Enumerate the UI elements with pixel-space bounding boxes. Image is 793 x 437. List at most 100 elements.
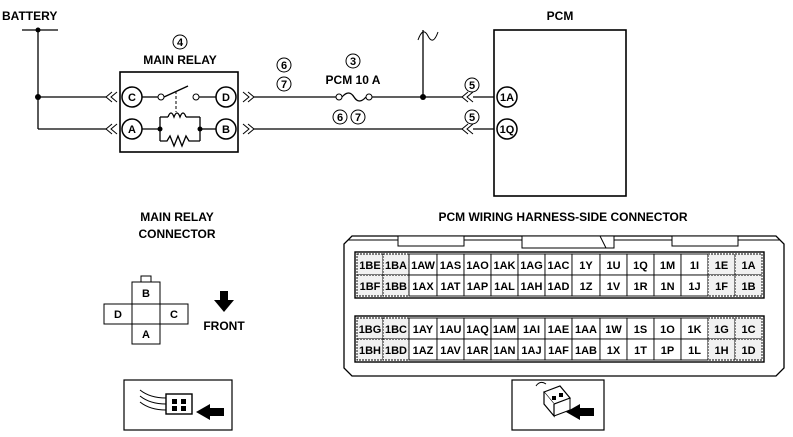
- pcm-pin-label: 1AD: [547, 281, 569, 293]
- battery-feed-wire: [22, 27, 106, 130]
- relay-connector-illustration: [123, 379, 233, 431]
- pcm-pin-label: 1AH: [520, 281, 542, 293]
- relay-coil-circuit: [142, 112, 216, 148]
- front-arrow-icon: [214, 291, 234, 312]
- pcm-pin-label: 1BD: [385, 345, 407, 357]
- pcm-pin-label: 1K: [687, 324, 701, 336]
- pcm-pin-label: 1AJ: [521, 345, 541, 357]
- relay-connector-title-2: CONNECTOR: [138, 227, 215, 241]
- pcm-pin-1a: 5 1A: [464, 77, 518, 108]
- relay-terminal-d: D: [215, 86, 237, 108]
- pcm-pin-cell: [734, 274, 763, 297]
- main-relay-box: [119, 71, 239, 153]
- pcm-pin-label: 1AM: [493, 324, 516, 336]
- pcm-pin-label: 1Y: [579, 260, 593, 272]
- pcm-pin-label: 1O: [660, 324, 675, 336]
- pcm-pin-label: 1AX: [412, 281, 434, 293]
- svg-text:3: 3: [350, 56, 356, 68]
- svg-text:C: C: [128, 92, 136, 104]
- pcm-pin-label: 1AR: [466, 345, 488, 357]
- battery-label: BATTERY: [2, 9, 57, 23]
- svg-text:D: D: [222, 92, 230, 104]
- main-relay-title: 4 MAIN RELAY: [143, 34, 217, 67]
- svg-text:7: 7: [355, 112, 361, 124]
- pcm-pin-label: 1AG: [520, 260, 543, 272]
- relay-terminal-c: C: [121, 86, 143, 108]
- pcm-pin-cell: [734, 338, 763, 361]
- pcm-pin-label: 1AZ: [413, 345, 434, 357]
- pcm-pin-label: 1AL: [494, 281, 515, 293]
- pcm-pin-label: 1AA: [575, 324, 597, 336]
- pcm-pin-label: 1L: [688, 345, 701, 357]
- pcm-pin-label: 1J: [688, 281, 700, 293]
- pcm-pin-label: 1P: [661, 345, 674, 357]
- pcm-pin-label: 1N: [660, 281, 674, 293]
- pcm-pin-label: 1AF: [548, 345, 569, 357]
- pcm-pin-label: 1A: [741, 260, 755, 272]
- pcm-connector-block: [354, 315, 765, 363]
- pcm-pin-label: 1AI: [523, 324, 540, 336]
- relay-terminal-b: B: [215, 118, 237, 140]
- pcm-input-chevrons: [461, 91, 474, 135]
- pcm-connector-title: PCM WIRING HARNESS-SIDE CONNECTOR: [438, 210, 687, 224]
- pcm-connector-illustration: [511, 379, 605, 431]
- pcm-pin-1q: 5 1Q: [464, 109, 518, 140]
- pcm-pin-label: 1AV: [440, 345, 461, 357]
- svg-text:MAIN RELAY: MAIN RELAY: [143, 53, 217, 67]
- pcm-pin-label: 1AY: [413, 324, 434, 336]
- pcm-pin-label: 1BF: [360, 281, 381, 293]
- pcm-pin-label: 1AQ: [466, 324, 489, 336]
- svg-text:A: A: [142, 329, 150, 341]
- pcm-pin-label: 1AU: [439, 324, 461, 336]
- pcm-pin-label: 1BB: [385, 281, 407, 293]
- pcm-pin-label: 1B: [741, 281, 755, 293]
- pcm-label: PCM: [547, 9, 574, 23]
- fuse-symbol: [335, 92, 373, 102]
- pcm-pin-label: 1C: [741, 324, 755, 336]
- svg-text:B: B: [222, 124, 230, 136]
- pcm-pin-label: 1I: [690, 260, 699, 272]
- svg-text:4: 4: [177, 37, 184, 49]
- pcm-box: [493, 29, 627, 197]
- pcm-pin-label: 1D: [741, 345, 755, 357]
- svg-text:1A: 1A: [500, 92, 514, 104]
- svg-text:C: C: [170, 309, 178, 321]
- svg-text:PCM 10 A: PCM 10 A: [326, 73, 381, 87]
- pcm-pin-label: 1AE: [548, 324, 569, 336]
- pcm-pin-label: 1AC: [547, 260, 569, 272]
- pcm-pin-label: 1W: [605, 324, 622, 336]
- relay-switch-circuit: [142, 85, 216, 112]
- pcm-pin-label: 1AB: [575, 345, 597, 357]
- pcm-pin-label: 1AO: [466, 260, 489, 272]
- pcm-pin-label: 1T: [634, 345, 647, 357]
- pcm-pin-label: 1Q: [633, 260, 648, 272]
- wire-marker-top: 6 7: [276, 57, 292, 92]
- pcm-pin-label: 1F: [715, 281, 728, 293]
- pcm-connector-block: [354, 251, 765, 299]
- pcm-pin-label: 1BH: [359, 345, 381, 357]
- svg-text:A: A: [128, 124, 136, 136]
- svg-text:B: B: [142, 288, 150, 300]
- pcm-pin-label: 1AS: [440, 260, 461, 272]
- pcm-pin-label: 1AW: [411, 260, 435, 272]
- pcm-pin-label: 1AT: [441, 281, 461, 293]
- pcm-pin-label: 1BA: [385, 260, 407, 272]
- pcm-pin-label: 1R: [633, 281, 647, 293]
- svg-text:1Q: 1Q: [500, 124, 515, 136]
- pcm-pin-label: 1BG: [359, 324, 382, 336]
- pcm-pin-label: 1Z: [580, 281, 593, 293]
- pcm-pin-label: 1AN: [493, 345, 515, 357]
- relay-connector-face: B D C A: [103, 275, 189, 345]
- pcm-pin-label: 1S: [634, 324, 647, 336]
- svg-text:5: 5: [469, 112, 475, 124]
- relay-output-chevrons: [242, 91, 255, 135]
- pcm-pin-label: 1M: [660, 260, 675, 272]
- svg-text:6: 6: [281, 60, 287, 72]
- front-label: FRONT: [203, 319, 245, 333]
- fuse-label: 3 PCM 10 A: [326, 53, 381, 87]
- pcm-pin-label: 1X: [607, 345, 621, 357]
- pcm-pin-label: 1E: [715, 260, 728, 272]
- relay-terminal-a: A: [121, 118, 143, 140]
